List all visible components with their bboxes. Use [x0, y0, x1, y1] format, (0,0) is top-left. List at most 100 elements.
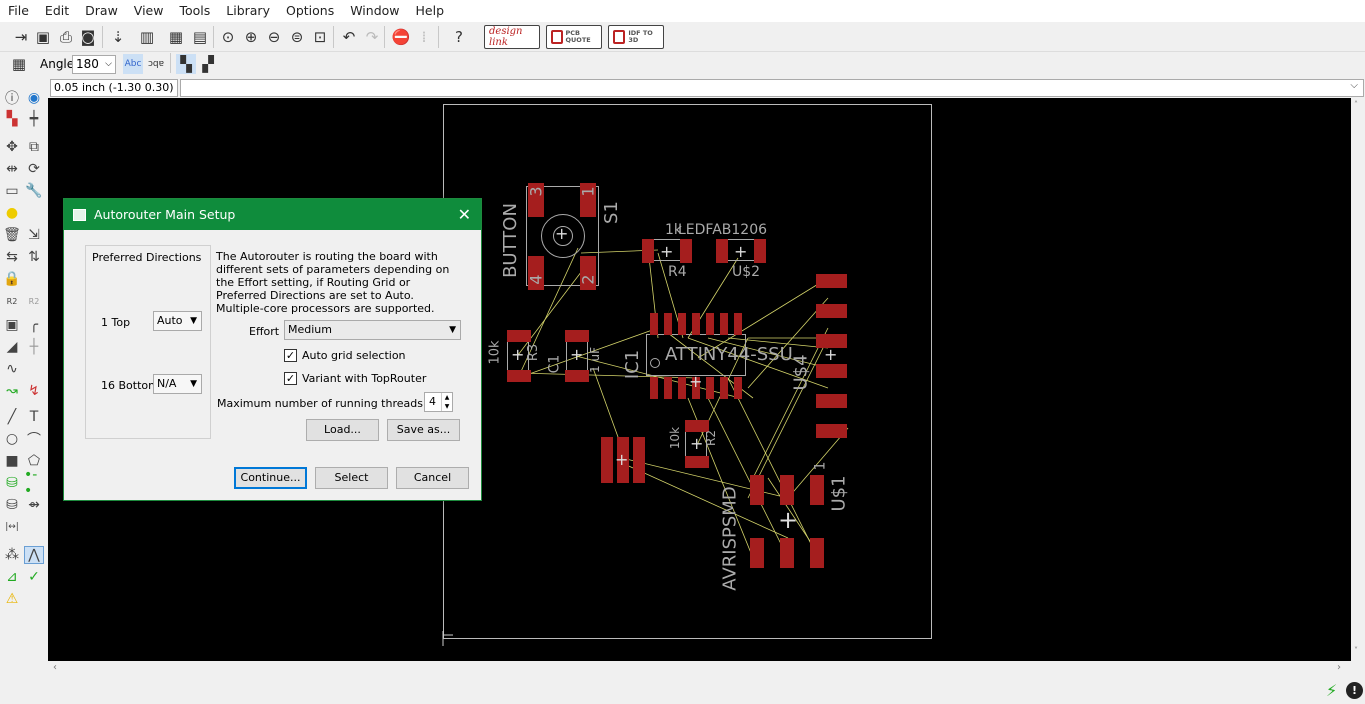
stop-icon[interactable]: ⛔	[391, 28, 411, 46]
change-icon[interactable]: 🔧	[25, 183, 43, 199]
lightning-icon[interactable]: ⚡	[1326, 681, 1338, 700]
go-icon[interactable]: ⁞	[421, 28, 427, 46]
dialog-titlebar[interactable]: Autorouter Main Setup ✕	[64, 199, 481, 230]
scr-icon[interactable]: ▦	[168, 28, 184, 46]
arc-icon[interactable]: ⌒	[27, 432, 41, 448]
print-icon[interactable]: ⎙	[59, 28, 72, 46]
align-left-icon[interactable]: ▚	[176, 54, 196, 74]
menu-draw[interactable]: Draw	[85, 3, 118, 18]
vertical-scrollbar[interactable]: ˄ ˅	[1351, 98, 1365, 661]
menu-options[interactable]: Options	[285, 3, 335, 18]
close-icon[interactable]: ✕	[457, 205, 471, 224]
cam-icon[interactable]: ◙	[80, 28, 96, 46]
scroll-up-icon[interactable]: ˄	[1354, 100, 1358, 109]
move-icon[interactable]: ✥	[6, 139, 18, 155]
align-right-icon[interactable]: ▞	[202, 55, 214, 73]
pcb-quote-button[interactable]: PCB QUOTE	[546, 25, 602, 49]
auto-grid-checkbox[interactable]: ✓	[284, 349, 297, 362]
ratsnest-icon[interactable]: ⁂	[5, 547, 19, 563]
errors-icon[interactable]: ⚠	[5, 591, 19, 607]
zoom-in-icon[interactable]: ⊕	[244, 28, 258, 46]
idf-to-3d-button[interactable]: IDF TO 3D	[608, 25, 664, 49]
show-icon[interactable]: ◉	[27, 90, 41, 106]
threads-spinner[interactable]: 4 ▲▼	[424, 392, 453, 412]
zoom-redraw-icon[interactable]: ⊜	[290, 28, 304, 46]
display-icon[interactable]: ▚	[6, 111, 18, 127]
zoom-fit-icon[interactable]: ⊙	[221, 28, 235, 46]
command-input[interactable]: ⌵	[180, 79, 1364, 97]
delete-icon[interactable]: 🗑	[3, 227, 21, 243]
scroll-left-icon[interactable]: ‹	[53, 662, 57, 673]
meander-icon[interactable]: ∿	[6, 361, 18, 377]
spinner-arrows-icon[interactable]: ▲▼	[441, 393, 452, 411]
info-icon[interactable]: ⓘ	[5, 91, 19, 107]
polygon-icon[interactable]: ⬠	[27, 453, 41, 469]
stop-status-icon[interactable]: !	[1346, 682, 1363, 699]
optimize-icon[interactable]: ┼	[29, 339, 39, 355]
group-icon[interactable]: ▭	[5, 183, 19, 199]
replace-icon[interactable]: ⇆	[6, 249, 18, 265]
drc-icon[interactable]: ⊿	[6, 569, 18, 585]
layer-top-select[interactable]: Auto▼	[153, 311, 202, 331]
text-mirror-icon[interactable]: ɔqɐ	[147, 59, 165, 69]
lock-icon[interactable]: ⇅	[28, 249, 40, 265]
copy-icon[interactable]: ⧉	[29, 139, 39, 155]
scroll-right-icon[interactable]: ›	[1337, 662, 1341, 673]
split-icon[interactable]: ◢	[6, 339, 18, 355]
autorouter-icon[interactable]: ⋀	[24, 546, 44, 564]
signal-icon[interactable]: •-•	[24, 467, 38, 499]
menu-window[interactable]: Window	[350, 3, 400, 18]
menu-help[interactable]: Help	[415, 3, 445, 18]
zoom-select-icon[interactable]: ⊡	[313, 28, 327, 46]
name-icon[interactable]: R2	[6, 296, 18, 306]
select-button[interactable]: Select	[315, 467, 388, 489]
menu-view[interactable]: View	[133, 3, 164, 18]
effort-select[interactable]: Medium▼	[284, 320, 461, 340]
smash-icon[interactable]: ▣	[5, 317, 19, 333]
zoom-out-icon[interactable]: ⊖	[267, 28, 281, 46]
rotate-icon[interactable]: ⟳	[28, 161, 40, 177]
menu-file[interactable]: File	[8, 3, 29, 18]
variant-toprouter-checkbox[interactable]: ✓	[284, 372, 297, 385]
dimension-icon[interactable]: |↔|	[5, 522, 19, 532]
ripup-icon[interactable]: ↯	[28, 383, 40, 399]
horizontal-scrollbar[interactable]: ‹ ›	[48, 661, 1351, 678]
save-as-button[interactable]: Save as...	[387, 419, 460, 441]
save-icon[interactable]: ▣	[35, 28, 51, 46]
scroll-down-icon[interactable]: ˅	[1354, 646, 1358, 655]
rect-icon[interactable]: ■	[5, 453, 19, 469]
continue-button[interactable]: Continue...	[234, 467, 307, 489]
mirror-icon[interactable]: ⇹	[6, 161, 18, 177]
load-button[interactable]: Load...	[306, 419, 379, 441]
help-icon[interactable]: ?	[455, 28, 463, 46]
text-normal-icon[interactable]: Abc	[123, 54, 143, 74]
script-icon[interactable]: ⇣	[111, 28, 125, 46]
hole-icon[interactable]: ⛁	[6, 497, 18, 513]
menu-tools[interactable]: Tools	[179, 3, 211, 18]
add-icon[interactable]: ⇲	[28, 227, 40, 243]
open-icon[interactable]: ⇥	[14, 28, 28, 46]
via-icon[interactable]: ⛁	[6, 475, 18, 491]
design-link-button[interactable]: design link	[484, 25, 540, 49]
wire-icon[interactable]: ╱	[7, 409, 17, 425]
menu-edit[interactable]: Edit	[44, 3, 70, 18]
lock-part-icon[interactable]: 🔒	[3, 271, 21, 287]
layer-bottom-select[interactable]: N/A▼	[153, 374, 202, 394]
board-icon[interactable]: ▤	[192, 28, 208, 46]
ulp-icon[interactable]: ▥	[139, 28, 155, 46]
paste-icon[interactable]: ●	[5, 205, 19, 221]
redo-icon[interactable]: ↷	[365, 28, 379, 46]
text-icon[interactable]: T	[29, 409, 39, 425]
miter-icon[interactable]: ╭	[29, 317, 39, 333]
route-icon[interactable]: ↝	[6, 383, 18, 399]
undo-icon[interactable]: ↶	[342, 28, 356, 46]
value-icon[interactable]: R2	[28, 296, 40, 306]
menu-library[interactable]: Library	[226, 3, 270, 18]
mark-icon[interactable]: ┿	[29, 111, 39, 127]
cancel-button[interactable]: Cancel	[396, 467, 469, 489]
grid-icon[interactable]: ▦	[11, 55, 27, 73]
angle-select[interactable]: 180⌵	[72, 55, 116, 74]
attribute-icon[interactable]: ⇴	[28, 497, 40, 513]
erc-icon[interactable]: ✓	[28, 569, 40, 585]
circle-icon[interactable]: ○	[5, 431, 19, 447]
